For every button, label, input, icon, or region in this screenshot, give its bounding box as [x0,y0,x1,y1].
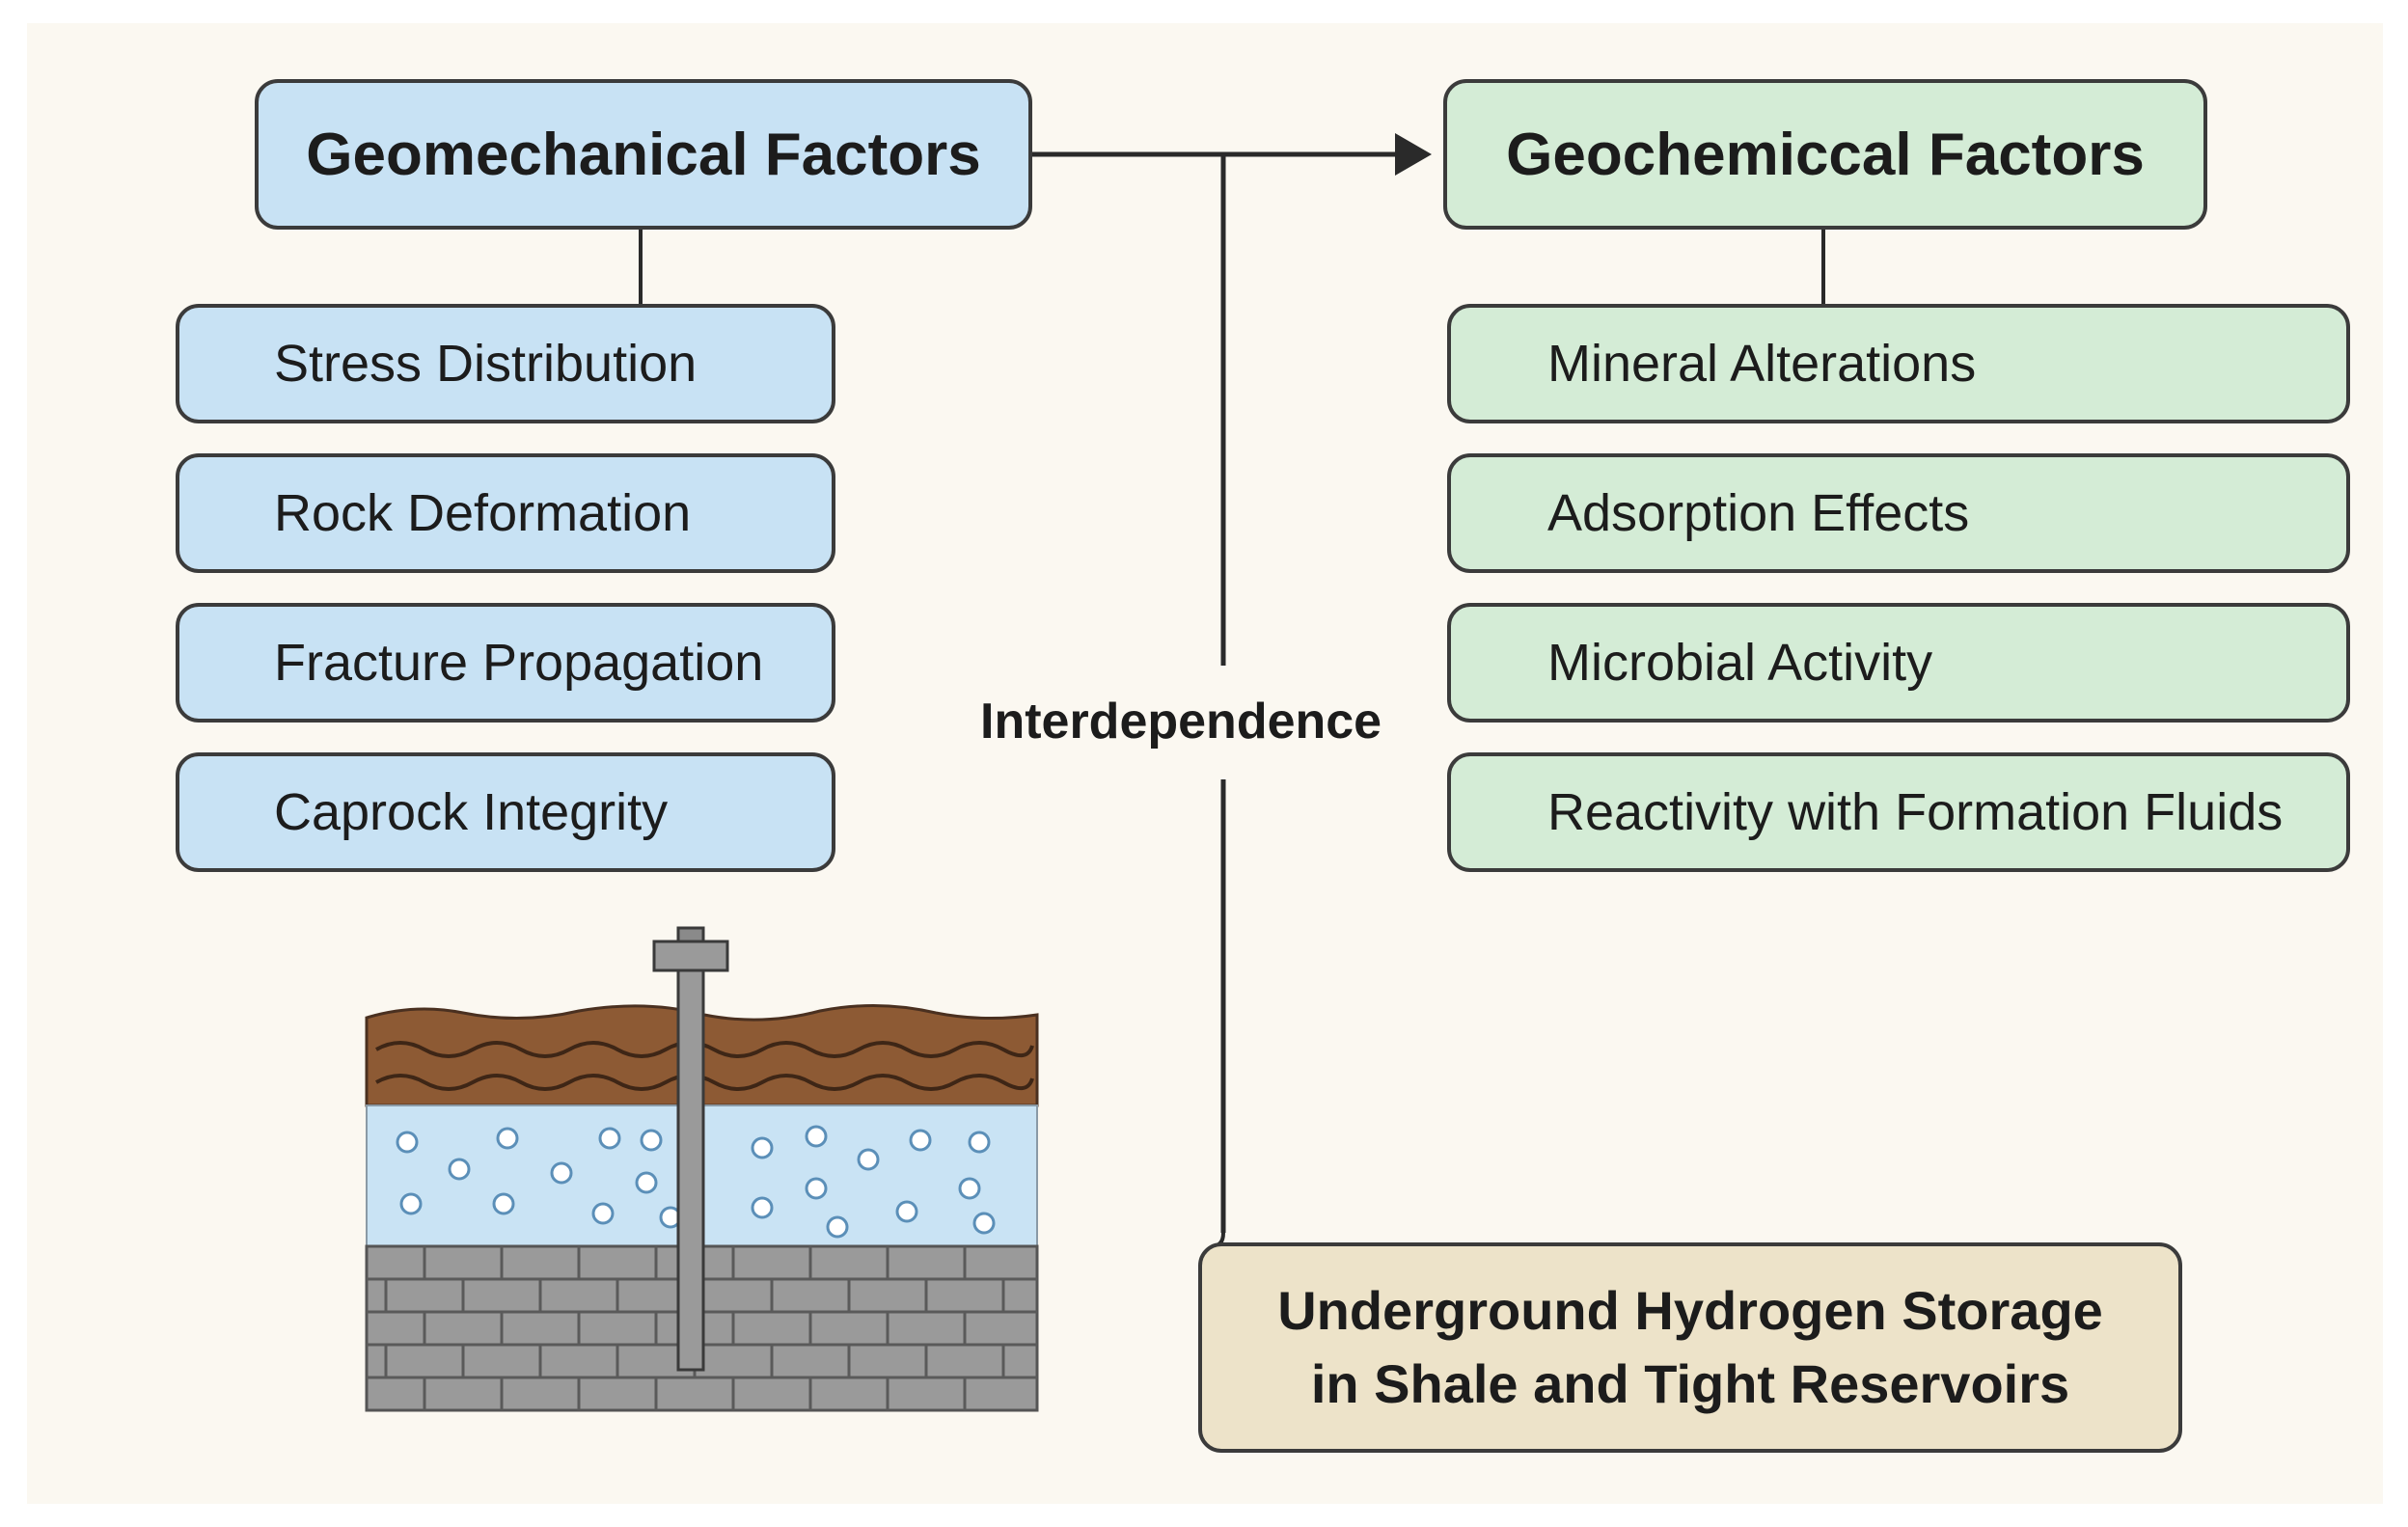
soil-wave-1 [375,1041,1034,1058]
bubble [826,1215,849,1239]
bubble [492,1192,515,1215]
bubble [591,1202,615,1225]
geochemical-factors-header: Geochemiccal Factors [1443,79,2207,230]
storage-box: Underground Hydrogen Storage in Shale an… [1198,1242,2182,1453]
bubble [895,1200,918,1223]
storage-title-line2: in Shale and Tight Reservoirs [1310,1353,2070,1414]
factor-reactivity-formation-fluids: Reactivity with Formation Fluids [1447,752,2350,872]
factor-label: Fracture Propagation [274,634,764,692]
well-icon [652,926,729,1372]
factor-rock-deformation: Rock Deformation [176,453,835,573]
bubble [968,1131,991,1154]
interdependence-arrowhead [1395,133,1432,176]
bubble [857,1148,880,1171]
factor-adsorption-effects: Adsorption Effects [1447,453,2350,573]
soil-wave-2 [375,1074,1034,1091]
factor-label: Mineral Alterations [1547,335,1977,393]
storage-title-line1: Underground Hydrogen Storage [1277,1280,2103,1341]
bubble [751,1196,774,1219]
bubble [635,1171,658,1194]
factor-caprock-integrity: Caprock Integrity [176,752,835,872]
factor-label: Adsorption Effects [1547,484,1970,542]
bubble [550,1161,573,1185]
geomechanical-title: Geomechanical Factors [306,121,981,188]
bubble [598,1127,621,1150]
hydrogen-bubbles [396,1125,996,1239]
bubble [972,1212,996,1235]
bubble [805,1125,828,1148]
bubble [805,1177,828,1200]
bubble [751,1136,774,1159]
factor-mineral-alterations: Mineral Alterations [1447,304,2350,423]
factor-label: Reactivity with Formation Fluids [1547,783,2284,841]
reservoir-illustration [365,926,1039,1412]
factor-stress-distribution: Stress Distribution [176,304,835,423]
geomechanical-factors-header: Geomechanical Factors [255,79,1032,230]
factor-fracture-propagation: Fracture Propagation [176,603,835,723]
bubble [640,1129,663,1152]
bubble [496,1127,519,1150]
factor-label: Rock Deformation [274,484,692,542]
bubble [958,1177,981,1200]
geochemical-title: Geochemiccal Factors [1506,121,2145,188]
bubble [399,1192,423,1215]
factor-label: Caprock Integrity [274,783,669,841]
bubble [396,1131,419,1154]
bubble [909,1129,932,1152]
factor-label: Stress Distribution [274,335,698,393]
interdependence-label: Interdependence [974,693,1388,750]
bubble [448,1158,471,1181]
factor-microbial-activity: Microbial Activity [1447,603,2350,723]
factor-label: Microbial Activity [1547,634,1933,692]
